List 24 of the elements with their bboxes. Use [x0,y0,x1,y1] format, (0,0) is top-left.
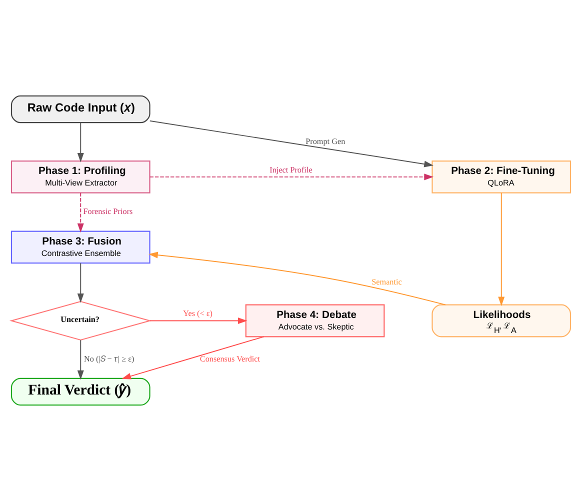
arrow [498,192,505,306]
edge-label: Forensic Priors [83,207,133,216]
node-box: Phase 3: Fusion Contrastive Ensemble [10,230,150,264]
arrow [150,317,248,324]
node-box: Phase 4: Debate Advocate vs. Skeptic [245,304,385,338]
arrow [77,262,84,303]
arrow [77,122,84,162]
edge-label: No (|𝑆 − 𝜏| ≥ ε) [84,354,134,364]
node-box: Phase 2: Fine-Tuning QLoRA [432,160,572,194]
node-box: Raw Code Input (𝑥) [10,95,150,124]
edge-label: Prompt Gen [306,136,346,146]
node-box: Final Verdict (𝑦̂) [10,378,150,406]
edge-label: Consensus Verdict [200,354,260,364]
arrow [149,120,434,168]
edge-label: Inject Profile [270,165,312,174]
arrow [149,174,434,180]
arrow [77,192,84,233]
node-diamond: Uncertain? [9,300,152,341]
arrow [77,340,84,380]
arrow [122,336,264,380]
edge-label: Semantic [372,277,402,286]
edge-label: Yes (< ε) [183,309,212,318]
arrow [148,252,446,306]
node-box: Phase 1: Profiling Multi-View Extractor [10,160,150,194]
